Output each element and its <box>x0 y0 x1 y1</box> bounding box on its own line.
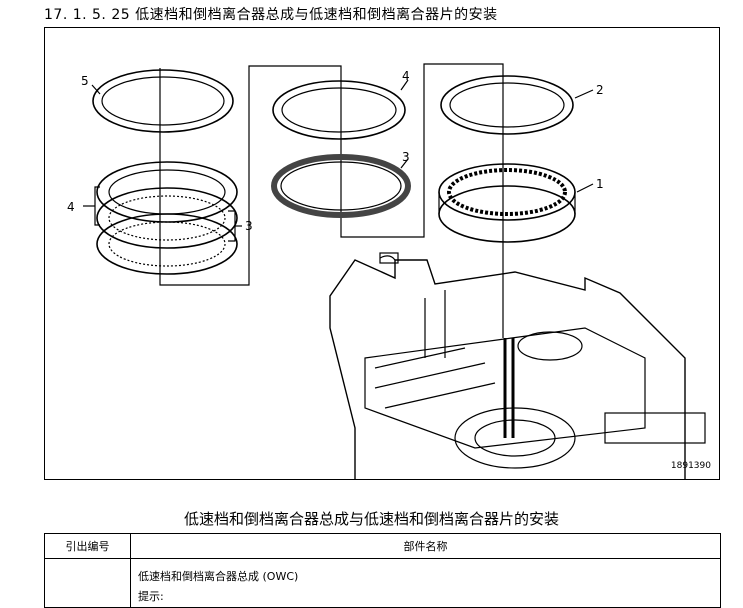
plate-stack-bottom <box>96 213 238 275</box>
callout-4: 4 <box>402 69 410 83</box>
steel-plate-5 <box>92 69 234 133</box>
note-label: 提示: <box>138 590 164 603</box>
cell-callout-number <box>44 558 131 608</box>
steel-plate-2 <box>440 75 574 135</box>
cell-part-name: 低速档和倒档离合器总成 (OWC) 提示: <box>130 558 721 608</box>
table-title: 低速档和倒档离合器总成与低速档和倒档离合器片的安装 <box>183 510 559 528</box>
callout-3-left: 3 <box>245 219 253 233</box>
friction-plate-3 <box>271 154 411 218</box>
plate-stack-mid <box>96 187 238 249</box>
header-callout-number: 引出编号 <box>44 533 131 559</box>
header-part-name: 部件名称 <box>130 533 721 559</box>
connector-line <box>159 63 504 338</box>
plate-stack-top <box>96 161 238 223</box>
callout-2: 2 <box>596 83 604 97</box>
callout-5: 5 <box>81 74 89 88</box>
exploded-view-figure: 5 4 3 4 3 2 1 1891390 <box>44 27 720 480</box>
section-title: 17. 1. 5. 25 低速档和倒档离合器总成与低速档和倒档离合器片的安装 <box>44 7 498 23</box>
callout-1: 1 <box>596 177 604 191</box>
figure-id: 1891390 <box>670 461 711 471</box>
owc-assembly-1 <box>438 163 576 221</box>
table-header-row: 引出编号 部件名称 <box>44 533 721 559</box>
transmission-case <box>329 259 686 479</box>
table-row: 低速档和倒档离合器总成 (OWC) 提示: <box>44 558 721 608</box>
callout-3: 3 <box>402 150 410 164</box>
steel-plate-4 <box>272 80 406 140</box>
callout-4-left: 4 <box>67 200 75 214</box>
clutch-illustration: 5 4 3 4 3 2 1 <box>67 63 706 479</box>
part-name-text: 低速档和倒档离合器总成 (OWC) <box>138 570 299 583</box>
